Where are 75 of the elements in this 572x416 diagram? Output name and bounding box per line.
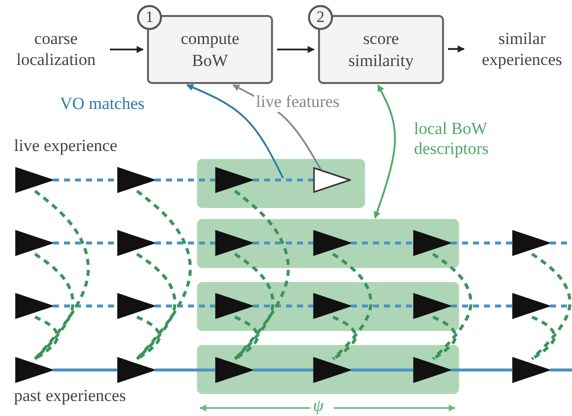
dashed-curve: [34, 190, 90, 360]
dashed-curve: [34, 252, 74, 360]
pose-triangle: [15, 293, 53, 319]
edge-label: live features: [254, 92, 342, 112]
dashed-curve: [531, 316, 556, 360]
step-number: 1: [137, 5, 162, 30]
text-label: live experience: [14, 136, 118, 156]
arrow: [110, 46, 144, 53]
pose-triangle: [15, 230, 53, 256]
pose-triangle: [413, 293, 451, 319]
dashed-curve: [234, 316, 259, 360]
trajectory-line: [155, 368, 215, 372]
dashed-line: [155, 304, 215, 308]
dashed-line: [53, 242, 117, 244]
text-label: similar experiences: [480, 28, 564, 70]
dashed-curve: [234, 252, 274, 360]
dashed-curve: [136, 190, 192, 360]
pose-triangle: [15, 357, 53, 383]
trajectory-line: [550, 368, 572, 372]
pose-triangle: [313, 230, 351, 256]
dashed-line: [253, 304, 313, 308]
highlight-region: [197, 219, 459, 268]
dashed-line: [253, 242, 313, 244]
highlight-region: [197, 159, 365, 208]
dashed-curve: [136, 252, 176, 360]
dashed-curve: [530, 252, 572, 360]
dashed-line: [253, 178, 313, 182]
text-label: compute BoW: [180, 28, 240, 71]
dashed-line: [351, 242, 413, 244]
arrow: [448, 46, 465, 52]
text-label: coarse localization: [15, 28, 97, 70]
arrow: [374, 84, 396, 219]
dashed-curve: [34, 316, 59, 360]
dashed-curve: [332, 252, 372, 360]
text-label: past experiences: [14, 386, 126, 406]
dashed-curve: [432, 316, 457, 360]
pose-triangle: [313, 357, 351, 383]
dashed-line: [53, 304, 117, 308]
pose-triangle: [215, 167, 253, 193]
pose-triangle: [313, 293, 351, 319]
highlight-region: [197, 282, 459, 331]
pose-triangle: [215, 230, 253, 256]
dashed-line: [155, 242, 215, 244]
dashed-curve: [332, 316, 357, 360]
pose-triangle: [117, 357, 155, 383]
pose-triangle: [117, 167, 155, 193]
arrow: [277, 46, 315, 53]
pose-triangle: [413, 230, 451, 256]
trajectory-line: [253, 368, 313, 372]
pose-triangle: [413, 357, 451, 383]
dashed-curve: [234, 190, 290, 360]
pose-triangle: [117, 293, 155, 319]
dashed-line: [451, 242, 512, 244]
dashed-line: [53, 178, 117, 182]
highlight-region: [197, 345, 459, 394]
pose-triangle: [512, 230, 550, 256]
arrow: [186, 84, 284, 178]
dimension-label: ψ: [313, 396, 324, 416]
trajectory-line: [451, 368, 512, 372]
text-label: score similarity: [347, 28, 415, 71]
dashed-line: [451, 304, 512, 308]
pose-triangle: [215, 293, 253, 319]
trajectory-line: [351, 368, 413, 372]
trajectory-line: [53, 368, 117, 372]
pose-triangle: [117, 230, 155, 256]
step-number: 2: [308, 5, 333, 30]
pose-triangle: [15, 167, 53, 193]
pose-triangle: [512, 293, 550, 319]
pose-triangle: [313, 167, 351, 193]
pose-triangle: [215, 357, 253, 383]
dashed-line: [351, 304, 413, 308]
dashed-curve: [136, 316, 161, 360]
pose-triangle: [512, 357, 550, 383]
dashed-curve: [432, 252, 472, 360]
dashed-line: [155, 178, 215, 182]
